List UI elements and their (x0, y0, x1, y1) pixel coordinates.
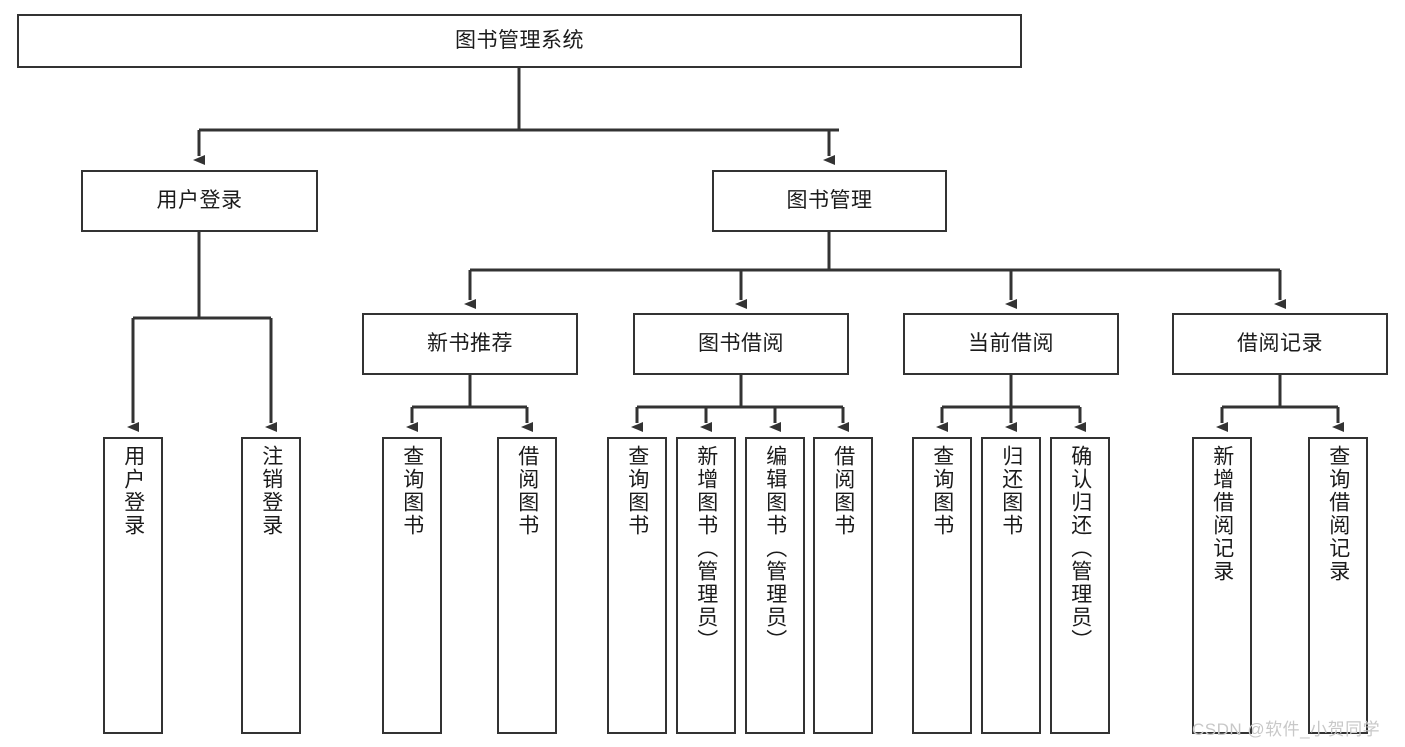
node-current-borrow[interactable]: 当前借阅 (903, 313, 1119, 375)
leaf-confirm-return-label: 确认归还（管理员） (1068, 445, 1092, 652)
leaf-user-login-label: 用户登录 (121, 445, 145, 537)
node-current-borrow-label: 当前借阅 (968, 331, 1054, 355)
leaf-borrow-book-2-label: 借阅图书 (831, 445, 855, 537)
node-book-management[interactable]: 图书管理 (712, 170, 947, 232)
csdn-watermark: CSDN @软件_小贺同学 (1192, 720, 1381, 739)
node-user-login-label: 用户登录 (156, 188, 243, 212)
leaf-add-record-label: 新增借阅记录 (1210, 445, 1234, 583)
node-book-borrow[interactable]: 图书借阅 (633, 313, 849, 375)
node-new-book-recommend-label: 新书推荐 (427, 331, 513, 355)
leaf-add-record[interactable]: 新增借阅记录 (1192, 437, 1252, 734)
node-borrow-record-label: 借阅记录 (1237, 331, 1323, 355)
leaf-query-book-3[interactable]: 查询图书 (912, 437, 972, 734)
leaf-user-logout-label: 注销登录 (259, 445, 283, 537)
leaf-return-book-label: 归还图书 (999, 445, 1023, 537)
node-book-management-label: 图书管理 (786, 188, 873, 212)
leaf-add-book-label: 新增图书（管理员） (694, 445, 718, 652)
node-book-borrow-label: 图书借阅 (698, 331, 784, 355)
leaf-user-logout[interactable]: 注销登录 (241, 437, 301, 734)
node-user-login[interactable]: 用户登录 (81, 170, 318, 232)
leaf-query-book-2[interactable]: 查询图书 (607, 437, 667, 734)
leaf-query-book-1-label: 查询图书 (400, 445, 424, 537)
node-root[interactable]: 图书管理系统 (17, 14, 1022, 68)
leaf-edit-book[interactable]: 编辑图书（管理员） (745, 437, 805, 734)
leaf-query-book-3-label: 查询图书 (930, 445, 954, 537)
leaf-query-record[interactable]: 查询借阅记录 (1308, 437, 1368, 734)
leaf-add-book[interactable]: 新增图书（管理员） (676, 437, 736, 734)
node-borrow-record[interactable]: 借阅记录 (1172, 313, 1388, 375)
leaf-query-book-2-label: 查询图书 (625, 445, 649, 537)
leaf-borrow-book-1[interactable]: 借阅图书 (497, 437, 557, 734)
leaf-borrow-book-2[interactable]: 借阅图书 (813, 437, 873, 734)
leaf-borrow-book-1-label: 借阅图书 (515, 445, 539, 537)
leaf-return-book[interactable]: 归还图书 (981, 437, 1041, 734)
node-root-label: 图书管理系统 (455, 28, 584, 52)
leaf-query-record-label: 查询借阅记录 (1326, 445, 1350, 583)
node-new-book-recommend[interactable]: 新书推荐 (362, 313, 578, 375)
leaf-user-login[interactable]: 用户登录 (103, 437, 163, 734)
leaf-edit-book-label: 编辑图书（管理员） (763, 445, 787, 652)
leaf-query-book-1[interactable]: 查询图书 (382, 437, 442, 734)
leaf-confirm-return[interactable]: 确认归还（管理员） (1050, 437, 1110, 734)
